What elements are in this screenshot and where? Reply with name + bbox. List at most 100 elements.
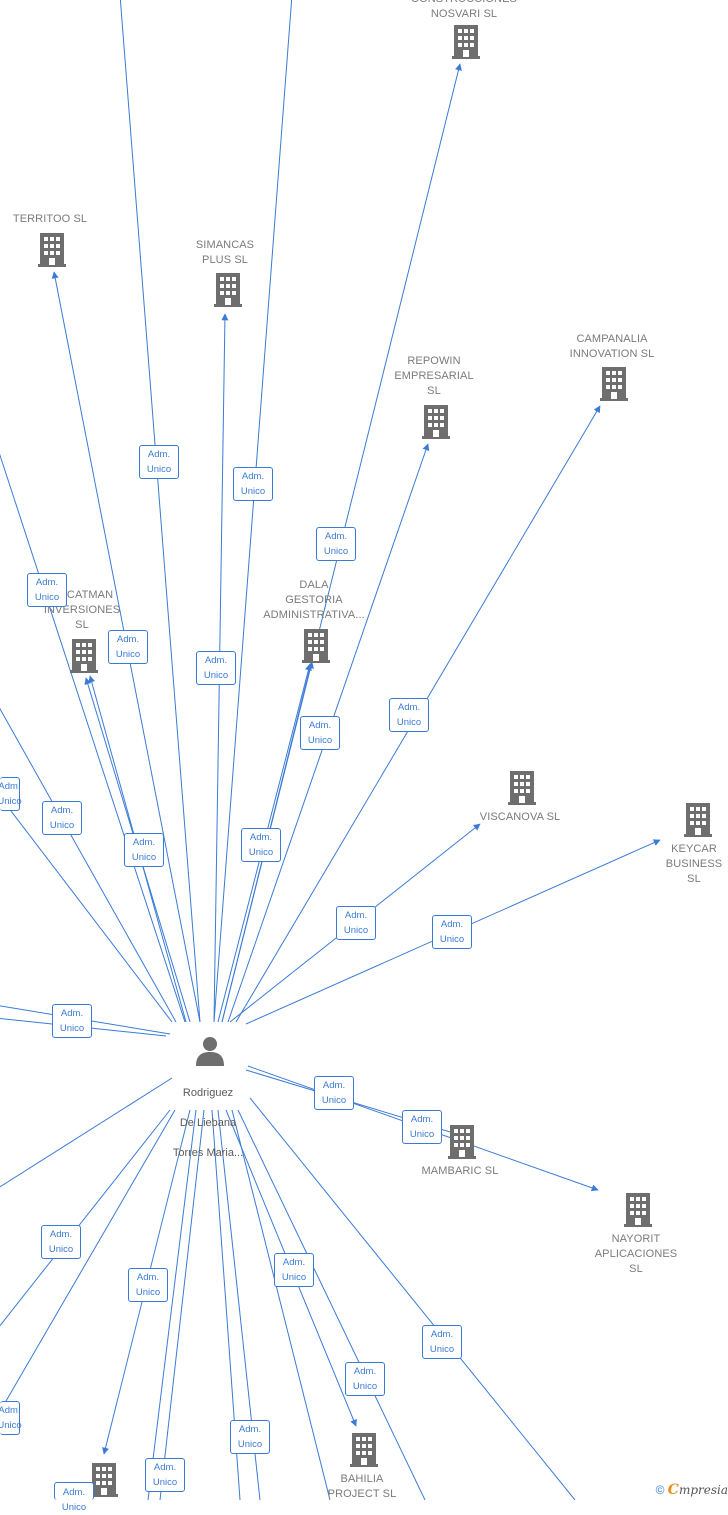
role-badge-line-2: Unico	[48, 1244, 74, 1255]
role-badge[interactable]: Adm. Unico	[389, 698, 429, 732]
company-label-line: ADMINISTRATIVA...	[263, 609, 365, 621]
role-badge[interactable]: Adm.Unico	[241, 828, 281, 862]
company-label-line: INNOVATION SL	[569, 348, 655, 360]
building-icon[interactable]	[350, 1433, 378, 1467]
role-badge[interactable]: Adm.Unico	[108, 630, 148, 664]
role-badge[interactable]: Adm. Unico	[274, 1253, 314, 1287]
role-badge[interactable]: Adm. Unico	[124, 833, 164, 867]
company-label-simancas[interactable]: SIMANCAS PLUS SL	[196, 238, 254, 268]
role-badge-line-2: Unico	[135, 1287, 161, 1298]
edge-line	[0, 453, 186, 1023]
role-badge-line-2: Unico	[237, 1439, 263, 1450]
company-label-territoo[interactable]: TERRITOO SL	[13, 212, 87, 227]
role-badge-line-2: Unico	[152, 1477, 178, 1488]
company-label-line: NOSVARI SL	[430, 8, 498, 20]
role-badge-line-2: Unico	[281, 1272, 307, 1283]
role-badge-line-2: Unico	[439, 934, 465, 945]
role-badge[interactable]: Adm.Unico	[233, 467, 273, 501]
company-label-nosvari[interactable]: CONSTRUCCIONESNOSVARI SL	[411, 0, 517, 22]
role-badge[interactable]: Adm.Unico	[230, 1420, 270, 1454]
role-badge[interactable]: Adm.Unico	[41, 1225, 81, 1259]
company-label-viscanova[interactable]: VISCANOVA SL	[480, 810, 560, 825]
role-badge-line-1: Adm.	[282, 1257, 306, 1268]
role-badge-line-1: Adm.	[50, 805, 74, 816]
company-label-line: VISCANOVA SL	[479, 811, 561, 823]
role-badge[interactable]: Adm.Unico	[316, 527, 356, 561]
role-badge[interactable]: Adm.Unico	[402, 1110, 442, 1144]
building-icon[interactable]	[90, 1463, 118, 1497]
edge-line	[159, 1109, 205, 1500]
building-icon[interactable]	[600, 367, 628, 401]
role-badge-line-2: Unico	[396, 717, 422, 728]
building-icon[interactable]	[448, 1125, 476, 1159]
edge-line	[0, 795, 173, 1023]
company-label-line: SL	[75, 619, 89, 631]
role-badge-line-1: Adm.	[132, 837, 156, 848]
company-label-line: SIMANCAS	[195, 239, 255, 251]
building-icon[interactable]	[422, 405, 450, 439]
role-badge[interactable]: Adm.Unico	[0, 1401, 22, 1435]
company-label-line: PLUS SL	[202, 254, 248, 266]
company-label-line: APLICACIONES	[594, 1248, 678, 1260]
role-badge[interactable]: Adm. Unico	[54, 1482, 94, 1513]
role-badge[interactable]: Adm.Unico	[422, 1325, 462, 1359]
edge-line	[0, 1077, 173, 1188]
role-badge[interactable]: Adm.Unico	[314, 1076, 354, 1110]
company-label-line: DALA	[299, 579, 329, 591]
center-name-line-2: De Liebana	[179, 1117, 237, 1129]
role-badge-line-2: Unico	[131, 852, 157, 863]
role-badge-line-1: Adm.	[35, 577, 59, 588]
role-badge-line-1: Adm.	[397, 702, 421, 713]
company-label-line: SL	[427, 385, 441, 397]
edge-line	[0, 707, 177, 1023]
role-badge[interactable]: Adm. Unico	[27, 573, 67, 607]
role-badge-line-1: Adm.	[353, 1366, 377, 1377]
role-badge-line-2: Unico	[59, 1023, 85, 1034]
role-badge[interactable]: Adm.Unico	[432, 915, 472, 949]
role-badge[interactable]: Adm.Unico	[145, 1458, 185, 1492]
role-badge-line-2: Unico	[352, 1381, 378, 1392]
footer-brand[interactable]: © Cmpresia	[656, 1482, 728, 1498]
copyright-symbol: ©	[655, 1483, 665, 1497]
building-icon[interactable]	[624, 1193, 652, 1227]
company-label-line: CONSTRUCCIONES	[411, 0, 517, 7]
role-badge-line-1: Adm.	[116, 634, 140, 645]
role-badge[interactable]: Adm.Unico	[196, 651, 236, 685]
role-badge[interactable]: Adm.Unico	[52, 1004, 92, 1038]
role-badge[interactable]: Adm.Unico	[139, 445, 179, 479]
role-badge-line-2: Unico	[323, 546, 349, 557]
role-badge-line-2: Unico	[61, 1502, 87, 1513]
role-badge[interactable]: Adm.Unico	[336, 906, 376, 940]
role-badge[interactable]: Adm.Unico	[300, 716, 340, 750]
brand-logo: Cmpresia	[668, 1482, 728, 1498]
building-icon[interactable]	[214, 273, 242, 307]
role-badge-line-1: Adm.	[204, 655, 228, 666]
role-badge[interactable]: Adm.Unico	[128, 1268, 168, 1302]
building-icon[interactable]	[508, 771, 536, 805]
role-badge-line-1: Adm.	[241, 471, 265, 482]
center-person-label[interactable]: Rodriguez De Liebana Torres Maria...	[173, 1071, 243, 1176]
building-icon[interactable]	[302, 629, 330, 663]
role-badge-line-1: Adm.	[62, 1487, 86, 1498]
company-label-line: KEYCAR	[671, 843, 717, 855]
company-label-mambaric[interactable]: MAMBARIC SL	[422, 1164, 499, 1179]
company-label-line: MAMBARIC SL	[421, 1165, 499, 1177]
building-icon[interactable]	[452, 25, 480, 59]
building-icon[interactable]	[70, 639, 98, 673]
brand-logo-text: mpresia	[678, 1483, 728, 1497]
building-icon[interactable]	[684, 803, 712, 837]
role-badge-line-2: Unico	[34, 592, 60, 603]
role-badge-line-1: Adm.	[308, 720, 332, 731]
building-icon[interactable]	[38, 233, 66, 267]
role-badge[interactable]: Adm. Unico	[345, 1362, 385, 1396]
role-badge[interactable]: Adm.Unico	[42, 801, 82, 835]
edge-line	[213, 0, 293, 1023]
role-badge[interactable]: Adm.Unico	[0, 777, 22, 811]
